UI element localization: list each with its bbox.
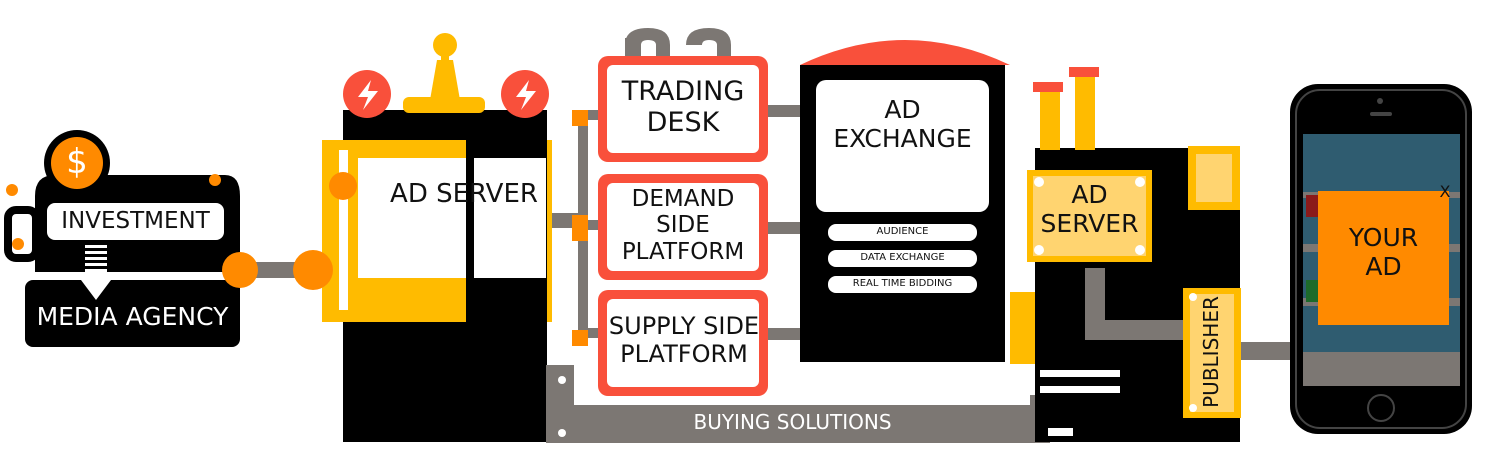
- supply-side-platform-box: [598, 290, 768, 396]
- ad-server-left-label: AD SERVER: [390, 179, 538, 209]
- ad-server-right-line-1: AD: [1071, 180, 1108, 209]
- close-icon[interactable]: X: [1439, 182, 1451, 201]
- feature-audience: AUDIENCE: [876, 226, 929, 237]
- antenna-icon: [430, 33, 460, 100]
- feature-real-time-bidding: REAL TIME BIDDING: [852, 278, 953, 289]
- ad-exchange-line-2: EXCHANGE: [833, 123, 972, 153]
- ad-server-right-label: AD SERVER: [1033, 180, 1146, 239]
- dsp-line-1: DEMAND: [631, 186, 735, 212]
- your-ad-line-2: AD: [1365, 251, 1402, 281]
- dollar-coin-icon: [44, 130, 110, 196]
- your-ad-line-1: YOUR: [1348, 223, 1419, 252]
- dsp-line-2: SIDE: [656, 212, 710, 239]
- trading-desk-line-2: DESK: [646, 107, 720, 139]
- your-ad-label: YOUR AD: [1318, 223, 1449, 282]
- publisher-machine: [1010, 67, 1241, 442]
- trading-desk-line-1: TRADING: [621, 76, 745, 107]
- investment-label: INVESTMENT: [61, 208, 210, 234]
- lightning-icon: [343, 70, 391, 118]
- media-agency-label: MEDIA AGENCY: [36, 302, 229, 331]
- ad-server-left-machine: [293, 97, 552, 442]
- down-arrow-icon: [78, 245, 114, 300]
- ad-exchange-title: AD EXCHANGE: [816, 95, 989, 154]
- dsp-line-3: PLATFORM: [621, 238, 745, 265]
- demand-side-platform-label: DEMAND SIDE PLATFORM: [607, 186, 759, 265]
- feature-data-exchange: DATA EXCHANGE: [860, 252, 945, 263]
- ad-exchange-line-1: AD: [884, 95, 921, 124]
- smartphone-icon: [1290, 84, 1472, 434]
- demand-side-platform-box: [598, 174, 768, 280]
- trading-desk-box: [598, 56, 768, 162]
- ad-exchange-machine: [800, 40, 1010, 362]
- buying-solutions-label: BUYING SOLUTIONS: [693, 410, 892, 434]
- ssp-line-2: PLATFORM: [620, 339, 748, 368]
- dollar-symbol: $: [66, 142, 88, 182]
- trading-desk-label: TRADING DESK: [607, 76, 759, 138]
- supply-side-platform-label: SUPPLY SIDE PLATFORM: [600, 312, 768, 368]
- buying-solutions-rail: [546, 365, 1050, 443]
- stack-connectors: [572, 110, 588, 346]
- publisher-label: PUBLISHER: [1199, 296, 1223, 408]
- ssp-line-1: SUPPLY SIDE: [608, 312, 760, 340]
- lightning-icon: [501, 70, 549, 118]
- ad-server-right-line-2: SERVER: [1040, 208, 1139, 238]
